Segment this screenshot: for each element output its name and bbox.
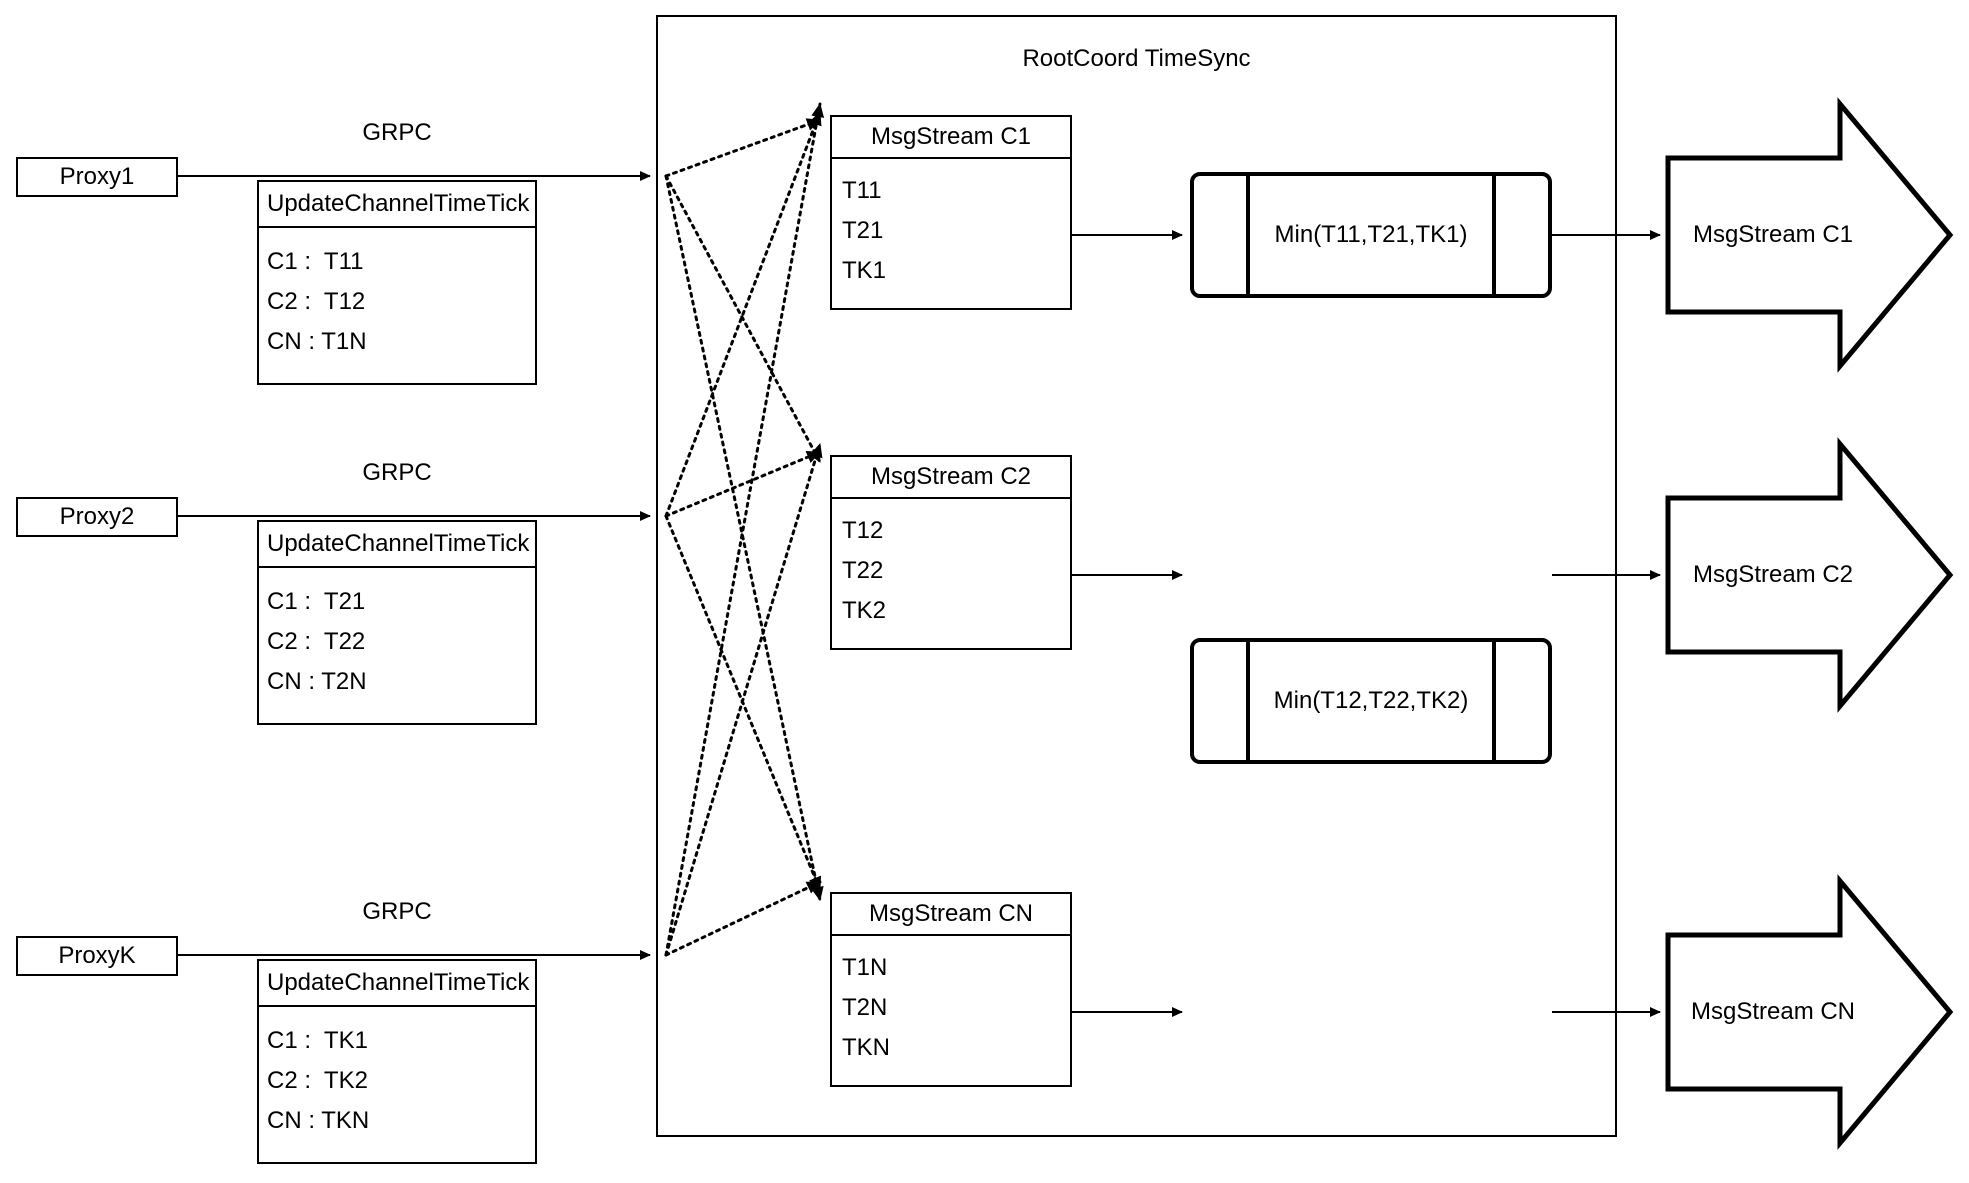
proxy1-request-rows: C1 : T11 C2 : T12 CN : T1N [259,228,535,383]
proxy2-box[interactable]: Proxy2 [16,497,178,537]
proxy2-label: Proxy2 [59,503,135,530]
list-item: CN : T2N [267,668,367,695]
min-to-output-edges [1552,230,1661,1017]
rootcoord-timesync-container [656,15,1617,1137]
stream-to-min-edges [1072,230,1183,1017]
proxyk-request-header: UpdateChannelTimeTick [259,961,535,1007]
rootcoord-timesync-title: RootCoord TimeSync [1022,45,1251,72]
edge-pk-c2 [664,442,823,957]
min-c1-label: Min(T11,T21,TK1) [1274,221,1468,248]
min-process-c2: Min(T12,T22,TK2) [1190,638,1552,764]
list-item: CN : T1N [267,328,367,355]
output-arrow-c1 [1665,97,1954,373]
grpc-label-proxy1: GRPC [362,119,432,146]
list-item: C1 : T21 [267,588,366,615]
timetick-fanout-mesh [664,102,825,957]
grpc-label-proxyk: GRPC [362,898,432,925]
output-block-arrows [1665,97,1954,1150]
list-item: T22 [842,557,884,584]
list-item: T1N [842,954,888,981]
list-item: T2N [842,994,888,1021]
list-item: TK1 [842,257,887,284]
msgstream-cn-ticks: T1N T2N TKN [832,936,1070,1085]
output-arrow-cn [1665,874,1954,1150]
list-item: CN : TKN [267,1107,370,1134]
edge-p2-c2 [664,450,822,518]
edge-p1-c2 [664,174,822,464]
grpc-label-proxy2: GRPC [362,459,432,486]
min-c1-right-divider [1492,176,1496,294]
output-arrow-c2 [1665,437,1954,713]
output-arrow-c1-label: MsgStream C1 [1692,221,1854,248]
list-item: TKN [842,1034,890,1061]
list-item: C2 : T22 [267,628,366,655]
proxyk-request-rows: C1 : TK1 C2 : TK2 CN : TKN [259,1007,535,1162]
list-item: T12 [842,517,884,544]
proxy2-request-header: UpdateChannelTimeTick [259,522,535,568]
list-item: C2 : TK2 [267,1067,368,1094]
edge-pk-c1 [664,102,825,957]
msgstream-c2-ticks: T12 T22 TK2 [832,499,1070,648]
proxyk-timetick-request: UpdateChannelTimeTick C1 : TK1 C2 : TK2 … [257,959,537,1164]
msgstream-cn-title: MsgStream CN [832,894,1070,936]
min-c2-label: Min(T12,T22,TK2) [1273,687,1469,714]
proxy2-request-rows: C1 : T21 C2 : T22 CN : T2N [259,568,535,723]
min-c2-right-divider [1492,642,1496,760]
proxy1-box[interactable]: Proxy1 [16,157,178,197]
msgstream-c1-title: MsgStream C1 [832,117,1070,159]
msgstream-c2-title: MsgStream C2 [832,457,1070,499]
proxy1-timetick-request: UpdateChannelTimeTick C1 : T11 C2 : T12 … [257,180,537,385]
edge-p2-c1 [664,110,822,518]
list-item: C2 : T12 [267,288,366,315]
output-arrow-cn-label: MsgStream CN [1690,998,1856,1025]
msgstream-c1-box: MsgStream C1 T11 T21 TK1 [830,115,1072,310]
proxy1-request-header: UpdateChannelTimeTick [259,182,535,228]
list-item: T11 [842,177,882,204]
list-item: TK2 [842,597,887,624]
output-arrow-c2-label: MsgStream C2 [1692,561,1854,588]
proxy1-label: Proxy1 [59,163,135,190]
msgstream-c2-box: MsgStream C2 T12 T22 TK2 [830,455,1072,650]
proxyk-box[interactable]: ProxyK [16,936,178,976]
min-process-c1: Min(T11,T21,TK1) [1190,172,1552,298]
list-item: C1 : TK1 [267,1027,368,1054]
edge-pk-cn [664,880,822,957]
list-item: T21 [842,217,884,244]
proxyk-label: ProxyK [58,942,136,969]
list-item: C1 : T11 [267,248,364,275]
min-c1-left-divider [1246,176,1250,294]
msgstream-c1-ticks: T11 T21 TK1 [832,159,1070,308]
proxy2-timetick-request: UpdateChannelTimeTick C1 : T21 C2 : T22 … [257,520,537,725]
edge-p1-cn [664,174,824,902]
msgstream-cn-box: MsgStream CN T1N T2N TKN [830,892,1072,1087]
min-c2-left-divider [1246,642,1250,760]
edge-p1-c1 [664,118,822,178]
